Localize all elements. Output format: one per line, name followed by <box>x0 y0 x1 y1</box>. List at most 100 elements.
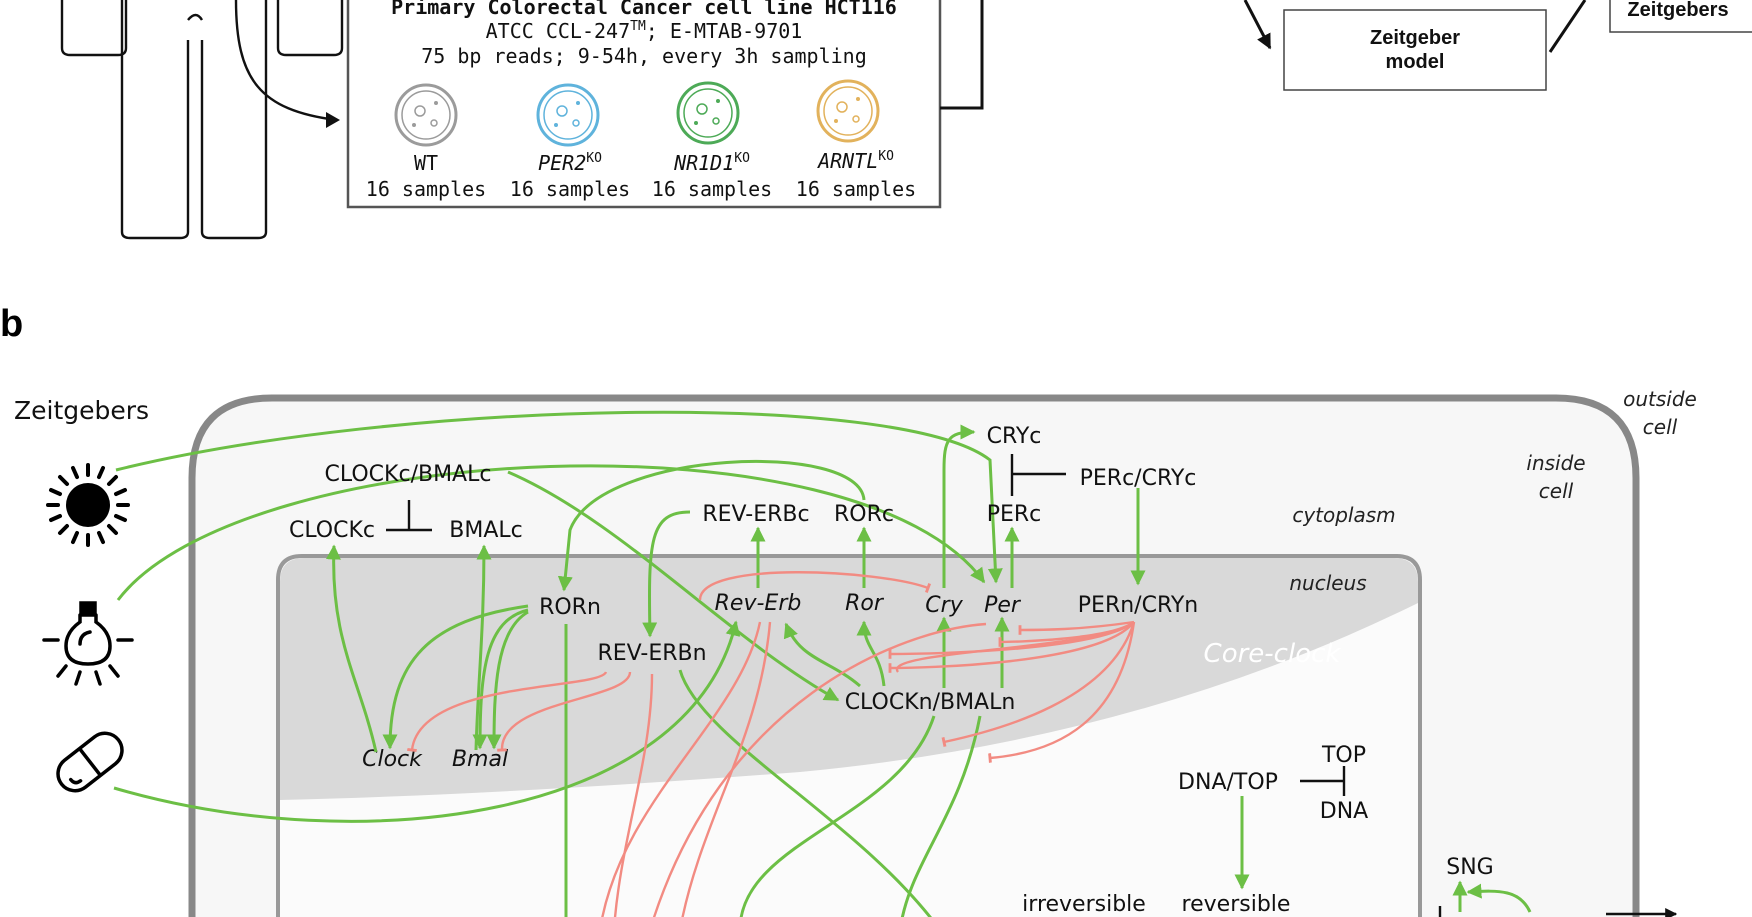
arrow-pill-to-reverb <box>113 620 741 823</box>
label-outside-cell-1: outside <box>1623 387 1697 411</box>
label-outside-cell-2: cell <box>1643 415 1678 439</box>
cell-icon-wt <box>394 83 458 147</box>
activation-edges <box>325 424 1532 917</box>
zeitgeber-model-line2: model <box>1386 51 1445 73</box>
inhib-pern-fan-4 <box>941 621 1136 747</box>
complex-clockc-bmalc <box>386 500 432 532</box>
sample-count-per2ko: 16 samples <box>510 177 630 201</box>
cell-icon-per2ko <box>536 83 600 147</box>
node-bmalc: BMALc <box>449 518 522 543</box>
inhib-pern-fan-3 <box>888 621 1135 673</box>
inhib-pern-fan-5 <box>988 621 1136 763</box>
dataset-bracket <box>940 0 984 110</box>
cell-compartments <box>188 394 1640 917</box>
sample-label-nr1d1ko: NR1D1KO <box>673 151 750 175</box>
edge-clock-to-clockc <box>325 544 378 753</box>
inhib-down-1 <box>601 621 762 917</box>
label-reversible: reversible <box>1182 892 1291 917</box>
edge-clockn-down-2 <box>900 715 982 917</box>
sample-label-per2ko: PER2KO <box>538 151 602 175</box>
edge-revc-to-revn <box>642 510 691 638</box>
inhib-down-2 <box>653 622 987 917</box>
sample-label-wt: WT <box>414 151 438 175</box>
zeitgeber-model-box <box>1283 9 1547 91</box>
gene-rev-erb: Rev-Erb <box>715 591 802 616</box>
sample-count-nr1d1ko: 16 samples <box>652 177 772 201</box>
zeitgeber-inputs <box>113 410 1003 823</box>
label-cytoplasm: cytoplasm <box>1292 503 1395 527</box>
node-dna-top: DNA/TOP <box>1178 770 1278 795</box>
cell-icon-arntlko <box>816 79 880 143</box>
node-clockn-bmaln: CLOCKn/BMALn <box>845 690 1016 715</box>
node-dna: DNA <box>1320 799 1368 824</box>
edge-clockn-bmaln-to-ror <box>856 620 886 687</box>
zeitgebers-title: Zeitgebers <box>14 396 149 425</box>
edge-to-sng-2 <box>1466 883 1532 913</box>
edge-rorn-to-bmal-2 <box>486 610 529 750</box>
node-rorc: RORc <box>834 502 894 527</box>
edge-revn-down <box>678 669 932 917</box>
node-pern-cryn: PERn/CRYn <box>1078 593 1198 618</box>
node-rorn: RORn <box>539 595 601 620</box>
complex-dna-top <box>1300 766 1346 796</box>
label-nucleus: nucleus <box>1289 571 1366 595</box>
inhib-down-3 <box>613 673 654 917</box>
gene-ror: Ror <box>845 591 885 616</box>
label-inside-cell-1: inside <box>1526 451 1585 475</box>
inhib-down-4 <box>681 621 772 917</box>
edge-clockn-down-1 <box>739 715 936 917</box>
gene-per: Per <box>984 593 1022 618</box>
node-top: TOP <box>1321 743 1366 768</box>
inhibition-edges <box>407 571 1136 917</box>
zeitgebers-box <box>1609 0 1752 33</box>
inhib-revn-to-clock <box>407 671 608 752</box>
node-revn: REV-ERBn <box>597 641 706 666</box>
node-sng: SNG <box>1446 855 1493 880</box>
lamp-icon <box>42 601 134 686</box>
gene-cry: Cry <box>925 593 963 618</box>
label-irreversible: irreversible <box>1022 892 1146 917</box>
node-revc: REV-ERBc <box>702 502 809 527</box>
cell-line-ids: ATCC CCL-247TM; E-MTAB-9701 <box>486 19 803 43</box>
inhib-pern-fan-2 <box>888 621 1135 659</box>
edge-clockn-bmaln-to-reverb <box>783 622 861 688</box>
edge-rorn-to-bmal <box>472 608 529 750</box>
inhib-reverb-to-cry <box>698 571 932 601</box>
gene-bmal: Bmal <box>452 747 508 772</box>
edge-rorn-to-clock <box>382 604 529 750</box>
node-cryc: CRYc <box>987 424 1042 449</box>
gene-clock: Clock <box>362 747 423 772</box>
node-clockc-bmalc: CLOCKc/BMALc <box>325 462 492 487</box>
human-figure-icon <box>60 0 344 240</box>
edge-clockc-bmalc-to-clockn-bmaln <box>507 470 840 702</box>
inhib-revn-to-bmal <box>497 671 632 752</box>
label-core-clock: Core-clock <box>1204 639 1342 669</box>
label-inside-cell-2: cell <box>1539 479 1574 503</box>
sample-label-arntlko: ARNTLKO <box>816 149 894 173</box>
pill-icon <box>56 731 124 793</box>
sun-icon <box>46 463 130 547</box>
arrow-lamp-to-per <box>116 464 986 601</box>
cell-icon-nr1d1ko <box>676 81 740 145</box>
zeitgebers-box-label: Zeitgebers <box>1627 0 1728 21</box>
node-clockc: CLOCKc <box>289 518 375 543</box>
edge-bmal-to-bmalc <box>474 544 492 751</box>
complex-perc-cryc <box>1010 454 1066 496</box>
cell-line-title: Primary Colorectal Cancer cell line HCT1… <box>391 0 897 19</box>
sampling-info: 75 bp reads; 9-54h, every 3h sampling <box>421 44 867 68</box>
panel-a: Primary Colorectal Cancer cell line HCT1… <box>60 0 1752 240</box>
inhib-pern-to-per <box>1018 620 1135 635</box>
edge-cry-to-cryc <box>942 424 976 588</box>
edge-irreversible-bar <box>1438 906 1442 917</box>
sample-count-wt: 16 samples <box>366 177 486 201</box>
panel-b-label: b <box>0 303 23 345</box>
node-perc-cryc: PERc/CRYc <box>1080 466 1197 491</box>
line-model-to-zeitgebers <box>1548 0 1587 53</box>
sample-count-arntlko: 16 samples <box>796 177 916 201</box>
arrow-sun-to-per <box>115 410 1003 584</box>
zeitgeber-model-line1: Zeitgeber <box>1370 27 1460 49</box>
arrow-to-zeitgeber-model <box>1243 0 1272 50</box>
edge-rorc-to-rorn <box>557 459 866 592</box>
node-perc: PERc <box>987 502 1042 527</box>
